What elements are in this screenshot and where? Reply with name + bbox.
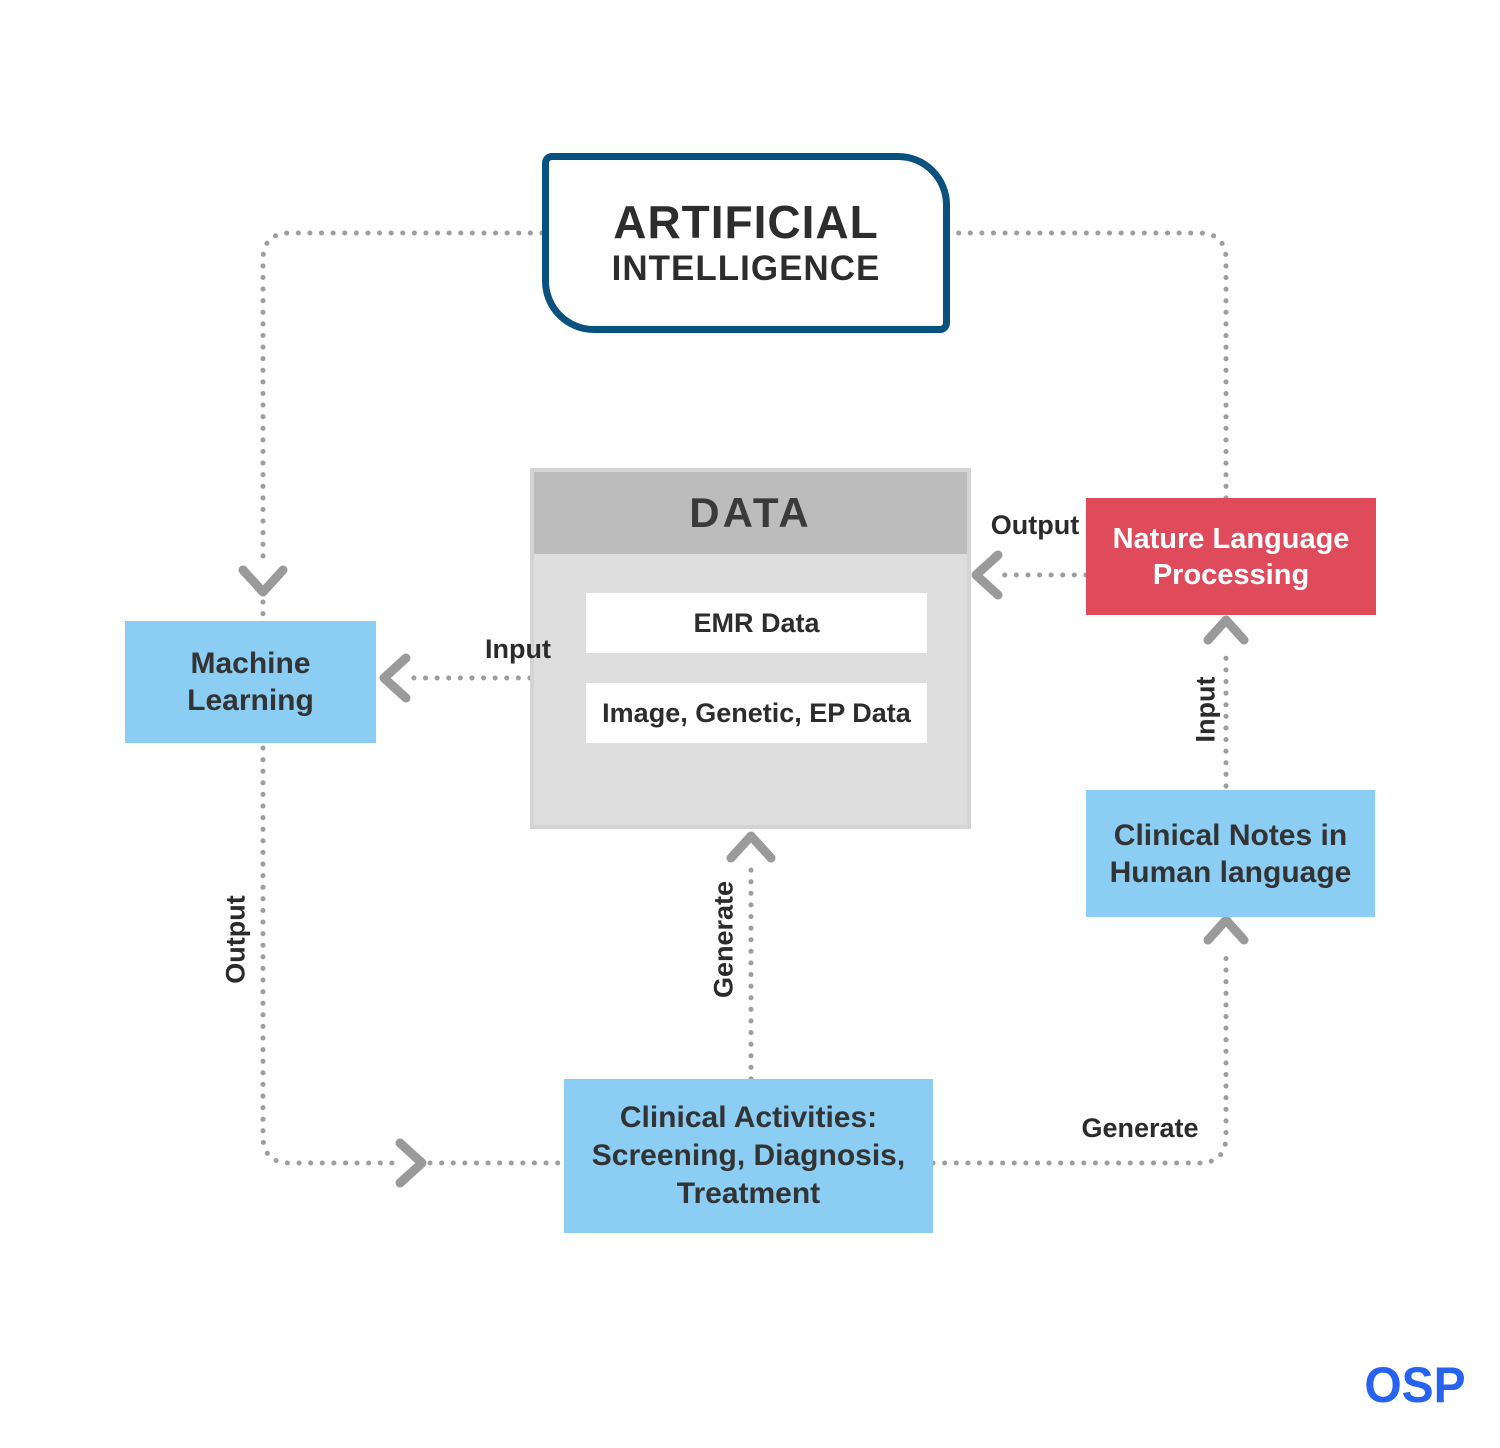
connector-ml-to-activities [260, 745, 399, 1166]
arrowhead-right-into-activities [395, 1138, 427, 1188]
edge-label-output-from-nlp: Output [990, 510, 1080, 540]
arrowhead-left-into-ml [379, 653, 411, 703]
data-node: DATA EMR Data Image, Genetic, EP Data [530, 468, 971, 829]
connector-ai-to-ml [260, 230, 545, 569]
edge-label-generate-to-notes: Generate [1081, 1113, 1199, 1143]
arrowhead-left-into-data [971, 550, 1003, 600]
ai-title-line1: ARTIFICIAL [613, 196, 879, 249]
data-item-emr: EMR Data [586, 593, 927, 653]
edge-label-input-to-nlp: Input [1190, 676, 1221, 743]
clinical-activities-node: Clinical Activities: Screening, Diagnosi… [564, 1079, 933, 1233]
clinical-notes-node: Clinical Notes in Human language [1086, 790, 1375, 917]
arrowhead-up-into-data [726, 831, 776, 863]
arrowhead-up-into-nlp [1203, 615, 1249, 645]
osp-logo: OSP [1364, 1357, 1466, 1414]
edge-label-input-to-ml: Input [485, 634, 551, 664]
artificial-intelligence-node: ARTIFICIAL INTELLIGENCE [542, 153, 950, 333]
nlp-node: Nature Language Processing [1086, 498, 1376, 615]
arrowhead-down-into-ml [238, 565, 288, 597]
connector-activities-to-notes [930, 945, 1229, 1166]
data-item-image-genetic-ep: Image, Genetic, EP Data [586, 683, 927, 743]
connector-nlp-to-ai [947, 230, 1229, 501]
edge-label-output-from-ml: Output [220, 895, 251, 984]
edge-label-generate-to-data: Generate [708, 880, 739, 999]
data-node-header: DATA [534, 472, 967, 554]
machine-learning-node: Machine Learning [125, 621, 376, 743]
arrowhead-up-into-notes [1203, 915, 1249, 945]
ai-title-line2: INTELLIGENCE [611, 249, 881, 289]
